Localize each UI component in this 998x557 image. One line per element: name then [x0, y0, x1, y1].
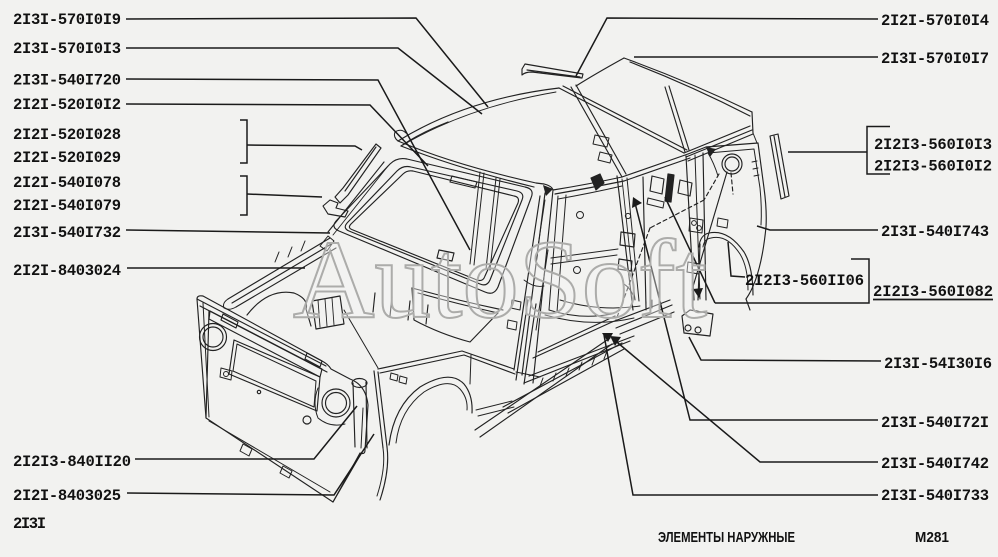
svg-text:2I3I-54I30I6: 2I3I-54I30I6 [884, 355, 992, 373]
svg-text:2I2I3-560II06: 2I2I3-560II06 [745, 272, 864, 290]
svg-text:2I2I3-840II20: 2I2I3-840II20 [13, 453, 131, 471]
svg-text:2I2I-520I0I2: 2I2I-520I0I2 [13, 96, 121, 114]
svg-text:2I2I-540I079: 2I2I-540I079 [13, 197, 121, 215]
svg-text:2I3I-540I743: 2I3I-540I743 [881, 223, 989, 241]
svg-text:2I2I-520I028: 2I2I-520I028 [13, 126, 121, 144]
svg-text:2I2I3-560I0I3: 2I2I3-560I0I3 [874, 136, 992, 154]
svg-text:2I3I-570I0I3: 2I3I-570I0I3 [13, 40, 121, 58]
svg-text:2I3I-570I0I7: 2I3I-570I0I7 [881, 50, 989, 68]
svg-text:2I2I-520I029: 2I2I-520I029 [13, 149, 121, 167]
svg-text:2I3I-540I720: 2I3I-540I720 [13, 72, 121, 90]
svg-text:2I3I-540I732: 2I3I-540I732 [13, 224, 121, 242]
svg-text:2I2I-540I078: 2I2I-540I078 [13, 174, 121, 192]
svg-text:2I3I: 2I3I [13, 515, 46, 533]
svg-text:М281: М281 [915, 529, 949, 546]
svg-text:2I2I-8403024: 2I2I-8403024 [13, 262, 121, 280]
svg-text:2I2I3-560I0I2: 2I2I3-560I0I2 [874, 158, 992, 176]
svg-text:2I3I-540I742: 2I3I-540I742 [881, 455, 989, 473]
svg-text:2I2I-570I0I4: 2I2I-570I0I4 [881, 12, 989, 30]
svg-text:2I3I-540I72I: 2I3I-540I72I [881, 414, 989, 432]
svg-text:2I2I-8403025: 2I2I-8403025 [13, 487, 121, 505]
svg-text:2I3I-570I0I9: 2I3I-570I0I9 [13, 11, 121, 29]
svg-text:ЭЛЕМЕНТЫ НАРУЖНЫЕ: ЭЛЕМЕНТЫ НАРУЖНЫЕ [658, 529, 795, 546]
svg-text:2I3I-540I733: 2I3I-540I733 [881, 487, 989, 505]
svg-text:AutoSoft: AutoSoft [293, 218, 707, 342]
svg-text:2I2I3-560I082: 2I2I3-560I082 [873, 283, 993, 301]
